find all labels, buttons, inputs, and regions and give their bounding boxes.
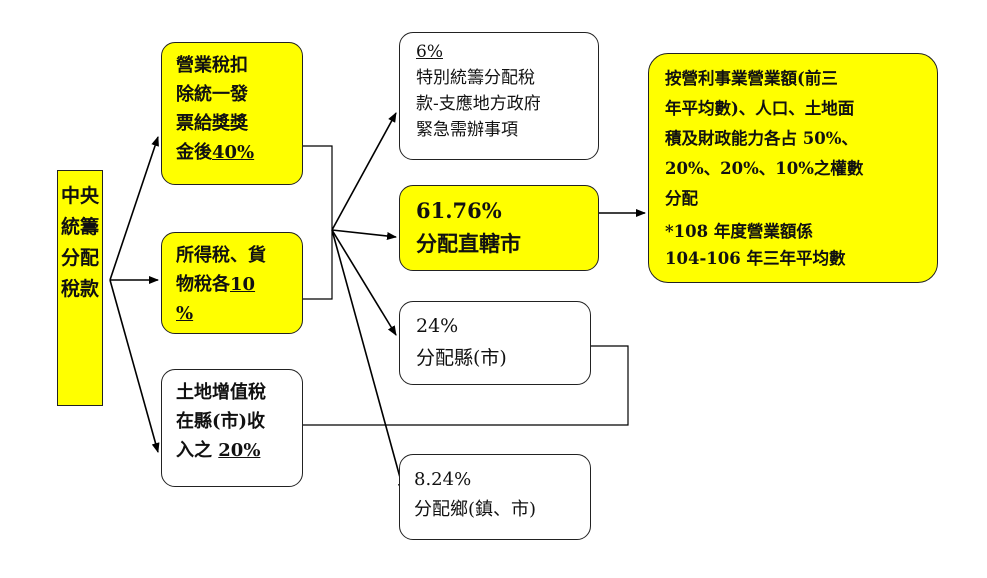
- township-box: 8.24% 分配鄉(鎮、市): [399, 454, 591, 540]
- special-fund-box: 6% 特別統籌分配稅 款-支應地方政府 緊急需辦事項: [399, 32, 599, 160]
- income-tax-percent: %: [176, 303, 194, 324]
- central-fund-label: 中央統籌分配稅款: [60, 185, 99, 300]
- county-text: 24% 分配縣(市): [416, 315, 507, 369]
- arrow-hub-to-county: [331, 229, 397, 336]
- allocation-note-text: *108 年度營業額係 104-106 年三年平均數: [665, 222, 846, 268]
- county-box: 24% 分配縣(市): [399, 301, 591, 385]
- municipality-box: 61.76% 分配直轄市: [399, 185, 599, 271]
- special-fund-text: 6% 特別統籌分配稅 款-支應地方政府 緊急需辦事項: [416, 42, 541, 140]
- allocation-formula-box: 按營利事業營業額(前三 年平均數)、人口、土地面 積及財政能力各占 50%、 2…: [648, 53, 938, 283]
- arrow-hub-to-muni: [331, 229, 397, 240]
- township-percent: 8.24%: [414, 469, 472, 490]
- special-fund-percent: 6%: [416, 42, 443, 62]
- merge-line-income: [303, 230, 333, 300]
- central-fund-box: 中央統籌分配稅款: [57, 170, 103, 406]
- root-to-sources-arrows: [109, 136, 160, 453]
- allocation-formula-text: 按營利事業營業額(前三 年平均數)、人口、土地面 積及財政能力各占 50%、 2…: [665, 69, 864, 208]
- arrow-root-to-sales: [109, 136, 159, 281]
- arrow-hub-to-town: [331, 229, 406, 493]
- arrow-root-to-land: [109, 279, 160, 453]
- arrow-hub-to-special: [331, 112, 397, 231]
- income-goods-tax-box: 所得稅、貨 物稅各10 %: [161, 232, 303, 334]
- land-value-tax-box: 土地增值稅 在縣(市)收 入之 20%: [161, 369, 303, 487]
- municipality-text: 61.76% 分配直轄市: [416, 198, 521, 256]
- sales-tax-box: 營業稅扣 除統一發 票給獎獎 金後40%: [161, 42, 303, 185]
- land-value-tax-text: 土地增值稅 在縣(市)收 入之 20%: [176, 382, 266, 461]
- source-merge-lines: [303, 145, 333, 300]
- sales-tax-percent: 40%: [212, 142, 255, 163]
- sales-tax-text: 營業稅扣 除統一發 票給獎獎 金後40%: [176, 55, 255, 163]
- township-text: 8.24% 分配鄉(鎮、市): [414, 469, 537, 520]
- municipality-percent: 61.76%: [416, 198, 502, 223]
- hub-to-targets-arrows: [331, 112, 406, 493]
- income-goods-tax-text: 所得稅、貨 物稅各10 %: [176, 245, 266, 324]
- merge-line-sales: [303, 145, 333, 230]
- land-to-county-line: [303, 345, 629, 426]
- land-tax-percent: 20%: [218, 440, 261, 461]
- county-percent: 24%: [416, 315, 459, 337]
